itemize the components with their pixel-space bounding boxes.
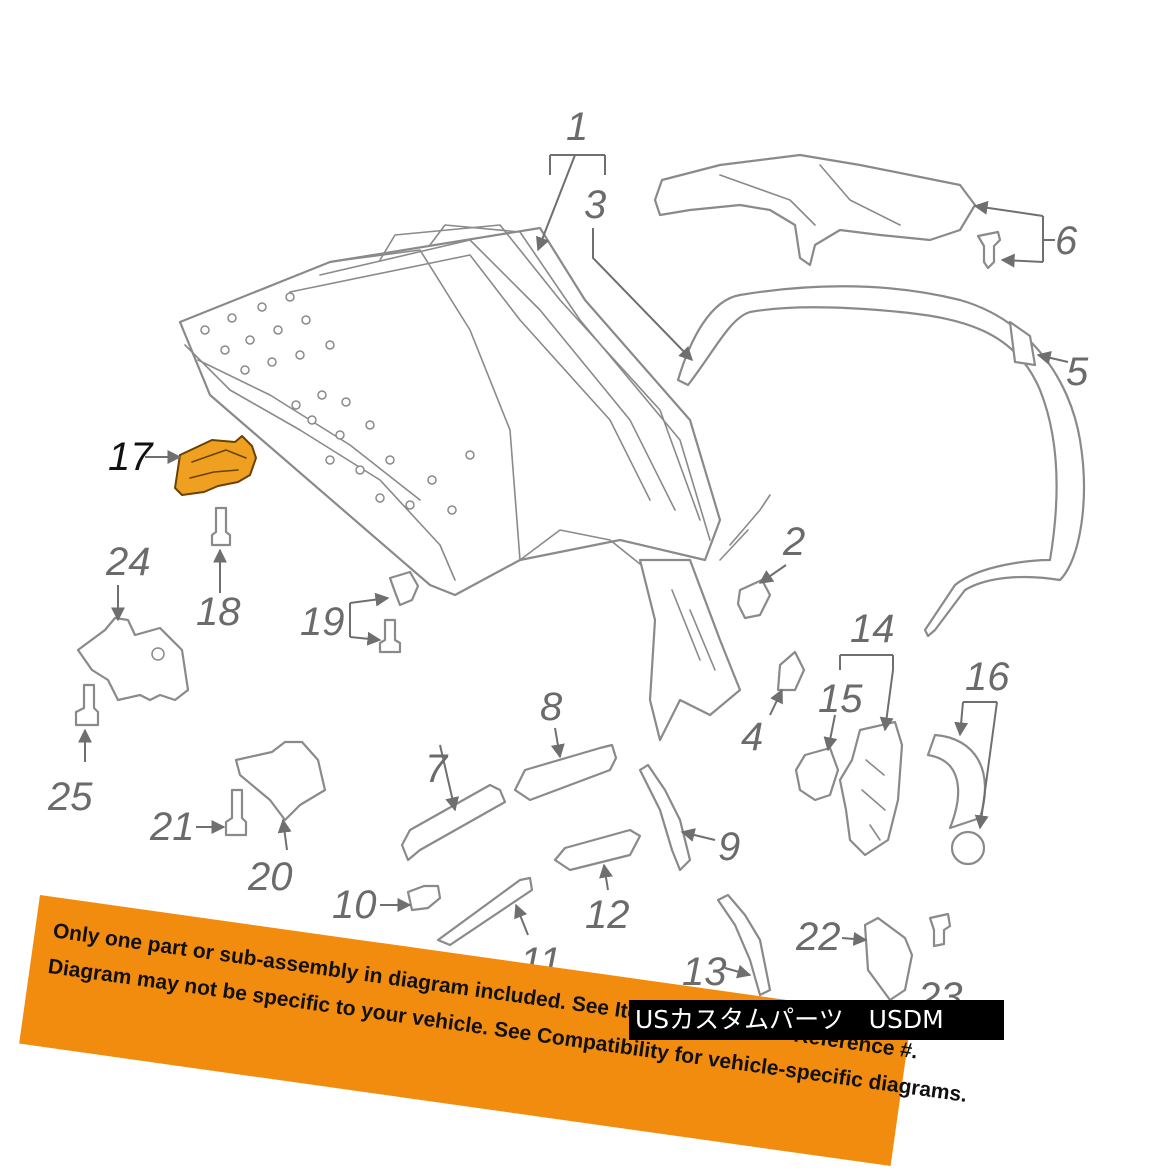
large-bracket [838,720,904,857]
bolt-18 [210,506,232,547]
watermark-label: USカスタムパーツ USDM [629,1000,1004,1040]
callout-numbers: 1 3 6 5 2 14 15 16 4 17 18 19 24 25 20 2… [47,105,1089,1019]
callout-6: 6 [1055,219,1078,263]
callout-7: 7 [425,747,449,791]
clip-19 [388,570,420,607]
callout-8: 8 [540,685,563,729]
callout-1: 1 [566,105,588,149]
plate-22 [863,916,914,1002]
bracket-12 [553,828,642,872]
callout-20: 20 [247,855,293,899]
callout-21: 21 [149,805,195,849]
callout-14: 14 [850,607,895,651]
bracket-11 [436,876,534,947]
callout-10: 10 [332,883,377,927]
small-bracket [794,746,840,802]
grommet [950,830,986,866]
small-cap [736,578,772,620]
bracket-13 [716,893,772,997]
small-insert [776,650,806,692]
callout-24: 24 [105,540,151,584]
leader-lines [78,154,1069,979]
callout-9: 9 [718,825,740,869]
callout-19: 19 [300,600,345,644]
callout-5: 5 [1066,350,1089,394]
rail-8 [513,743,618,802]
bracket-20 [234,740,327,822]
callout-17: 17 [108,435,154,479]
callout-4: 4 [741,715,763,759]
label-sticker [1008,320,1037,367]
callout-18: 18 [196,590,241,634]
push-clip [976,230,1002,270]
callout-22: 22 [795,915,841,959]
convertible-top-assembly [178,224,771,742]
bolt-21 [224,788,248,837]
bolt-10 [406,884,442,912]
rail-7 [400,783,507,862]
weatherstrip-seal [676,285,1085,638]
panel-holes [200,292,475,515]
callout-3: 3 [584,183,606,227]
bolt-23 [928,912,952,948]
bolt-25 [74,683,100,727]
bolt-19 [378,618,402,654]
trim-cover [653,153,977,267]
callout-2: 2 [782,520,805,564]
callout-25: 25 [47,775,93,819]
highlighted-pad [174,435,257,496]
bracket-9 [638,763,692,872]
callout-16: 16 [965,655,1010,699]
callout-15: 15 [818,677,863,721]
curved-trim [926,733,987,830]
callout-12: 12 [585,893,630,937]
